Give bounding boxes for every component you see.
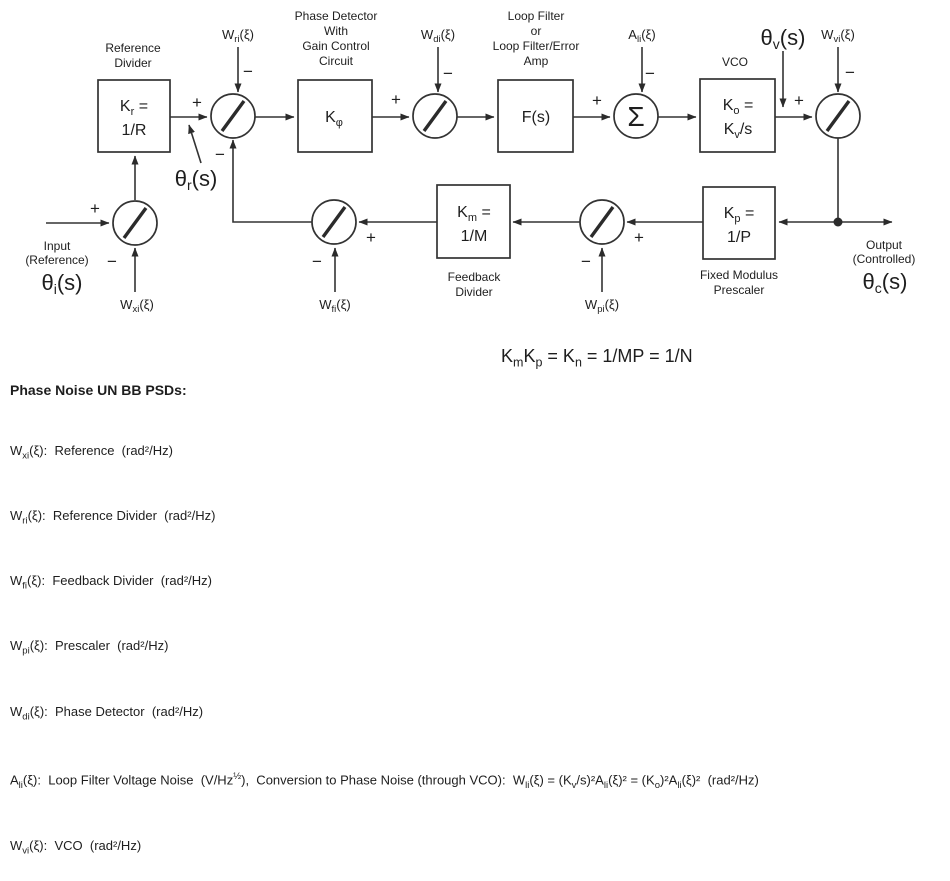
psd-line-ali: Ali(ξ): Loop Filter Voltage Noise (V/Hz½… bbox=[10, 771, 759, 792]
caption-phase-detector-4: Circuit bbox=[319, 54, 354, 68]
label-theta-i: θi(s) bbox=[41, 270, 82, 297]
caption-vco: VCO bbox=[722, 55, 748, 69]
summing-junction-sigma: Σ bbox=[613, 93, 659, 139]
caption-output-1: Output bbox=[866, 238, 903, 252]
caption-loop-filter-2: or bbox=[531, 24, 542, 38]
block-prescaler: Kp = 1/P bbox=[702, 186, 776, 260]
caption-phase-detector-1: Phase Detector bbox=[295, 9, 378, 23]
psd-line-wxi: Wxi(ξ): Reference (rad²/Hz) bbox=[10, 442, 173, 462]
block-loop-filter: F(s) bbox=[497, 79, 574, 153]
plus-sign-s6: + bbox=[366, 228, 376, 247]
caption-input-1: Input bbox=[44, 239, 71, 253]
caption-feedback-divider-2: Divider bbox=[455, 285, 492, 299]
pll-phase-noise-block-diagram: Σ Kr = 1/R Kφ F(s) Ko = Kv/s Kp = 1/P Km… bbox=[10, 9, 916, 856]
summing-junction-ref-divider bbox=[210, 93, 256, 139]
summing-junction-vco bbox=[815, 93, 861, 139]
psd-line-wpi: Wpi(ξ): Prescaler (rad²/Hz) bbox=[10, 638, 169, 658]
slash-icon bbox=[825, 99, 851, 133]
caption-ref-divider-1: Reference bbox=[105, 41, 161, 55]
caption-loop-filter-4: Amp bbox=[524, 54, 549, 68]
block-km-line1: Km = bbox=[457, 204, 491, 224]
block-reference-divider: Kr = 1/R bbox=[97, 79, 171, 153]
noise-label-wdi: Wdi(ξ) bbox=[421, 27, 455, 45]
minus-sign-wdi: − bbox=[443, 64, 453, 83]
summing-junction-feedback-divider bbox=[311, 199, 357, 245]
caption-phase-detector-3: Gain Control bbox=[302, 39, 369, 53]
block-ko-line1: Ko = bbox=[723, 97, 754, 117]
slash-icon bbox=[220, 99, 246, 133]
minus-sign-feedback: − bbox=[215, 145, 225, 164]
minus-sign-wfi: − bbox=[312, 252, 322, 271]
noise-label-ali: Ali(ξ) bbox=[628, 27, 655, 45]
divider-product-formula: KmKp = Kn = 1/MP = 1/N bbox=[501, 346, 693, 370]
minus-sign-wpi: − bbox=[581, 252, 591, 271]
caption-phase-detector-2: With bbox=[324, 24, 348, 38]
block-kphi-label: Kφ bbox=[325, 109, 343, 129]
block-ko-line2: Kv/s bbox=[724, 121, 753, 141]
diagram-canvas: Σ Kr = 1/R Kφ F(s) Ko = Kv/s Kp = 1/P Km… bbox=[25, 9, 916, 315]
noise-label-wxi: Wxi(ξ) bbox=[120, 297, 154, 315]
plus-sign-sigma: + bbox=[592, 91, 602, 110]
caption-ref-divider-2: Divider bbox=[114, 56, 151, 70]
noise-label-wvi: Wvi(ξ) bbox=[821, 27, 855, 45]
minus-sign-wri: − bbox=[243, 62, 253, 81]
slash-icon bbox=[422, 99, 448, 133]
noise-label-wfi: Wfi(ξ) bbox=[319, 297, 351, 315]
sigma-icon: Σ bbox=[627, 101, 644, 132]
psd-heading: Phase Noise UN BB PSDs: bbox=[10, 381, 187, 398]
summing-junction-phase-detector bbox=[412, 93, 458, 139]
slash-icon bbox=[321, 205, 347, 239]
block-kr-line2: 1/R bbox=[122, 122, 147, 139]
block-kr-line1: Kr = bbox=[120, 98, 148, 118]
plus-sign-s5: + bbox=[634, 228, 644, 247]
wires bbox=[46, 47, 893, 292]
theta-r-pointer-arrow bbox=[188, 124, 202, 164]
block-phase-detector: Kφ bbox=[297, 79, 373, 153]
caption-loop-filter-1: Loop Filter bbox=[508, 9, 565, 23]
slash-icon bbox=[122, 206, 148, 240]
caption-feedback-divider-1: Feedback bbox=[448, 270, 502, 284]
plus-sign-s3: + bbox=[391, 90, 401, 109]
caption-prescaler-2: Prescaler bbox=[714, 283, 765, 297]
summing-junction-prescaler bbox=[579, 199, 625, 245]
label-theta-c: θc(s) bbox=[863, 269, 908, 296]
plus-sign-s2: + bbox=[192, 93, 202, 112]
psd-definitions: Phase Noise UN BB PSDs: Wxi(ξ): Referenc… bbox=[10, 341, 759, 881]
noise-label-wpi: Wpi(ξ) bbox=[585, 297, 619, 315]
block-vco: Ko = Kv/s bbox=[699, 78, 776, 153]
minus-sign-wvi: − bbox=[845, 63, 855, 82]
label-theta-r: θr(s) bbox=[175, 166, 218, 193]
caption-prescaler-1: Fixed Modulus bbox=[700, 268, 778, 282]
branch-node-dot bbox=[833, 217, 843, 227]
caption-loop-filter-3: Loop Filter/Error bbox=[493, 39, 580, 53]
psd-line-wvi: Wvi(ξ): VCO (rad²/Hz) bbox=[10, 837, 142, 857]
caption-input-2: (Reference) bbox=[25, 253, 88, 267]
plus-sign-s4: + bbox=[794, 91, 804, 110]
caption-output-2: (Controlled) bbox=[853, 252, 916, 266]
feedback-to-s2-arrow bbox=[229, 139, 312, 223]
block-fs-label: F(s) bbox=[522, 109, 550, 126]
minus-sign-ali: − bbox=[645, 64, 655, 83]
summing-junction-input bbox=[112, 200, 158, 246]
slash-icon bbox=[589, 205, 615, 239]
noise-label-wri: Wri(ξ) bbox=[222, 27, 254, 45]
block-kp-line2: 1/P bbox=[727, 229, 751, 246]
block-kp-line1: Kp = bbox=[724, 205, 755, 225]
psd-line-wdi: Wdi(ξ): Phase Detector (rad²/Hz) bbox=[10, 703, 204, 723]
block-feedback-divider: Km = 1/M bbox=[436, 184, 511, 259]
plus-sign-input: + bbox=[90, 199, 100, 218]
block-km-line2: 1/M bbox=[461, 228, 488, 245]
psd-line-wfi: Wfi(ξ): Feedback Divider (rad²/Hz) bbox=[10, 573, 213, 592]
label-theta-v: θv(s) bbox=[761, 25, 806, 52]
minus-sign-wxi: − bbox=[107, 252, 117, 271]
